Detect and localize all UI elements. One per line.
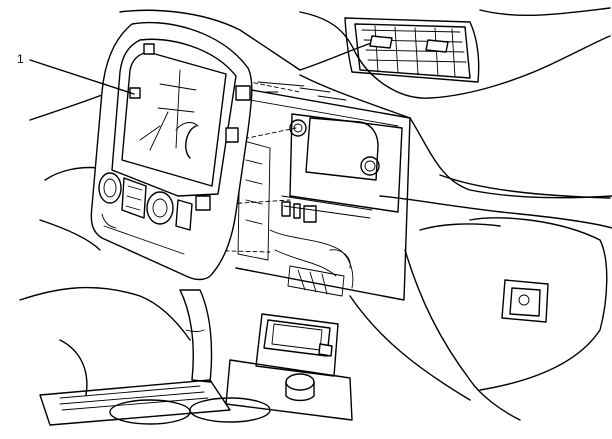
- callout-1-leader: [29, 59, 135, 95]
- instrument-panel-trim-bezel: [90, 21, 253, 281]
- glovebox: [349, 217, 608, 421]
- lower-console: [39, 289, 353, 426]
- center-stack-cavity: [235, 81, 411, 301]
- callout-1-label: 1: [17, 52, 24, 66]
- air-vent: [344, 17, 480, 83]
